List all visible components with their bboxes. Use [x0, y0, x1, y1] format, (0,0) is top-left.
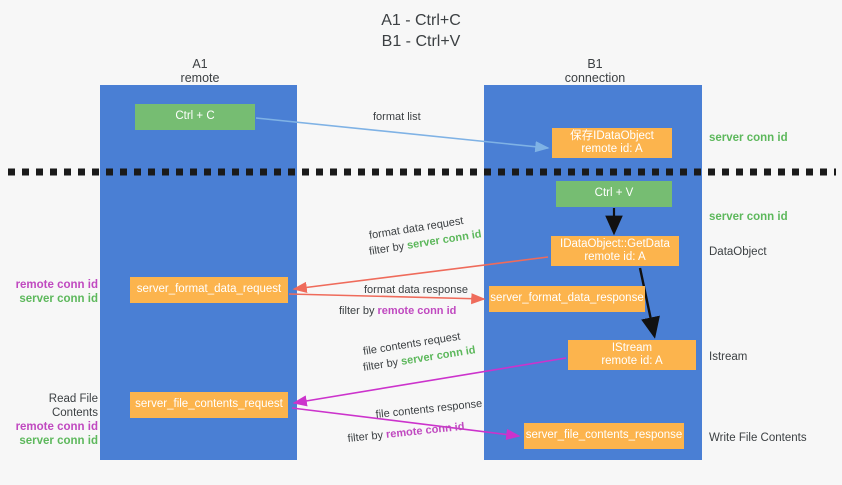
lane-a1-sub: remote [180, 71, 220, 85]
label-server-conn-id-left-bottom: server conn id [19, 435, 98, 447]
box-ctrl-c[interactable]: Ctrl + C [135, 104, 255, 130]
arrow-label-format-list: format list [373, 111, 421, 123]
arrow-label-format-data-response-filter: filter by remote conn id [339, 305, 457, 317]
label-server-conn-id-mid: server conn id [709, 211, 788, 223]
box-server-format-data-request-label: server_format_data_request [136, 283, 282, 296]
lane-b1-sub: connection [564, 71, 626, 85]
title-line-2: B1 - Ctrl+V [381, 33, 461, 50]
box-server-file-contents-response-label: server_file_contents_response [525, 429, 683, 442]
label-server-conn-id-top: server conn id [709, 132, 788, 144]
lane-a1-name: A1 [192, 57, 208, 71]
box-server-file-contents-response[interactable]: server_file_contents_response [524, 423, 684, 449]
arrow-label-format-data-response: format data response [364, 284, 468, 296]
title-line-1: A1 - Ctrl+C [381, 12, 461, 29]
box-server-file-contents-request-label: server_file_contents_request [135, 398, 283, 411]
lane-b1-name: B1 [587, 57, 603, 71]
box-istream-line1: IStream [611, 341, 653, 354]
box-save-idataobject-line1: 保存IDataObject [570, 129, 654, 142]
label-remote-conn-id-mid: remote conn id [15, 279, 98, 291]
box-save-idataobject[interactable]: 保存IDataObject remote id: A [552, 128, 672, 158]
box-server-file-contents-request[interactable]: server_file_contents_request [130, 392, 288, 418]
lane-header-a1: A1 remote [130, 57, 270, 85]
label-remote-conn-id-bottom: remote conn id [15, 421, 98, 433]
label-dataobject: DataObject [709, 246, 767, 258]
label-istream: Istream [709, 351, 748, 363]
label-server-conn-id-left-mid: server conn id [19, 293, 98, 305]
page-title: A1 - Ctrl+C B1 - Ctrl+V [0, 10, 842, 52]
box-idataobject-getdata-line2: remote id: A [584, 251, 646, 263]
label-write-file-contents: Write File Contents [709, 432, 807, 444]
box-idataobject-getdata[interactable]: IDataObject::GetData remote id: A [551, 236, 679, 266]
arrow-label-file-contents-response: file contents response [375, 397, 483, 421]
box-istream-line2: remote id: A [601, 355, 663, 367]
box-ctrl-c-label: Ctrl + C [175, 110, 215, 123]
box-server-format-data-request[interactable]: server_format_data_request [130, 277, 288, 303]
box-server-format-data-response-label: server_format_data_response [490, 292, 644, 305]
box-ctrl-v-label: Ctrl + V [594, 187, 634, 200]
label-left-conn-ids-bottom: Read File Contents remote conn id server… [8, 392, 98, 448]
lane-header-b1: B1 connection [520, 57, 670, 85]
box-idataobject-getdata-line1: IDataObject::GetData [560, 237, 670, 250]
label-left-conn-ids-mid: remote conn id server conn id [8, 278, 98, 306]
box-ctrl-v[interactable]: Ctrl + V [556, 181, 672, 207]
box-server-format-data-response[interactable]: server_format_data_response [489, 286, 645, 312]
arrow-label-file-contents-response-filter: filter by remote conn id [347, 420, 466, 445]
label-read-file-contents: Read File Contents [48, 393, 98, 419]
box-save-idataobject-line2: remote id: A [581, 143, 643, 155]
box-istream[interactable]: IStream remote id: A [568, 340, 696, 370]
